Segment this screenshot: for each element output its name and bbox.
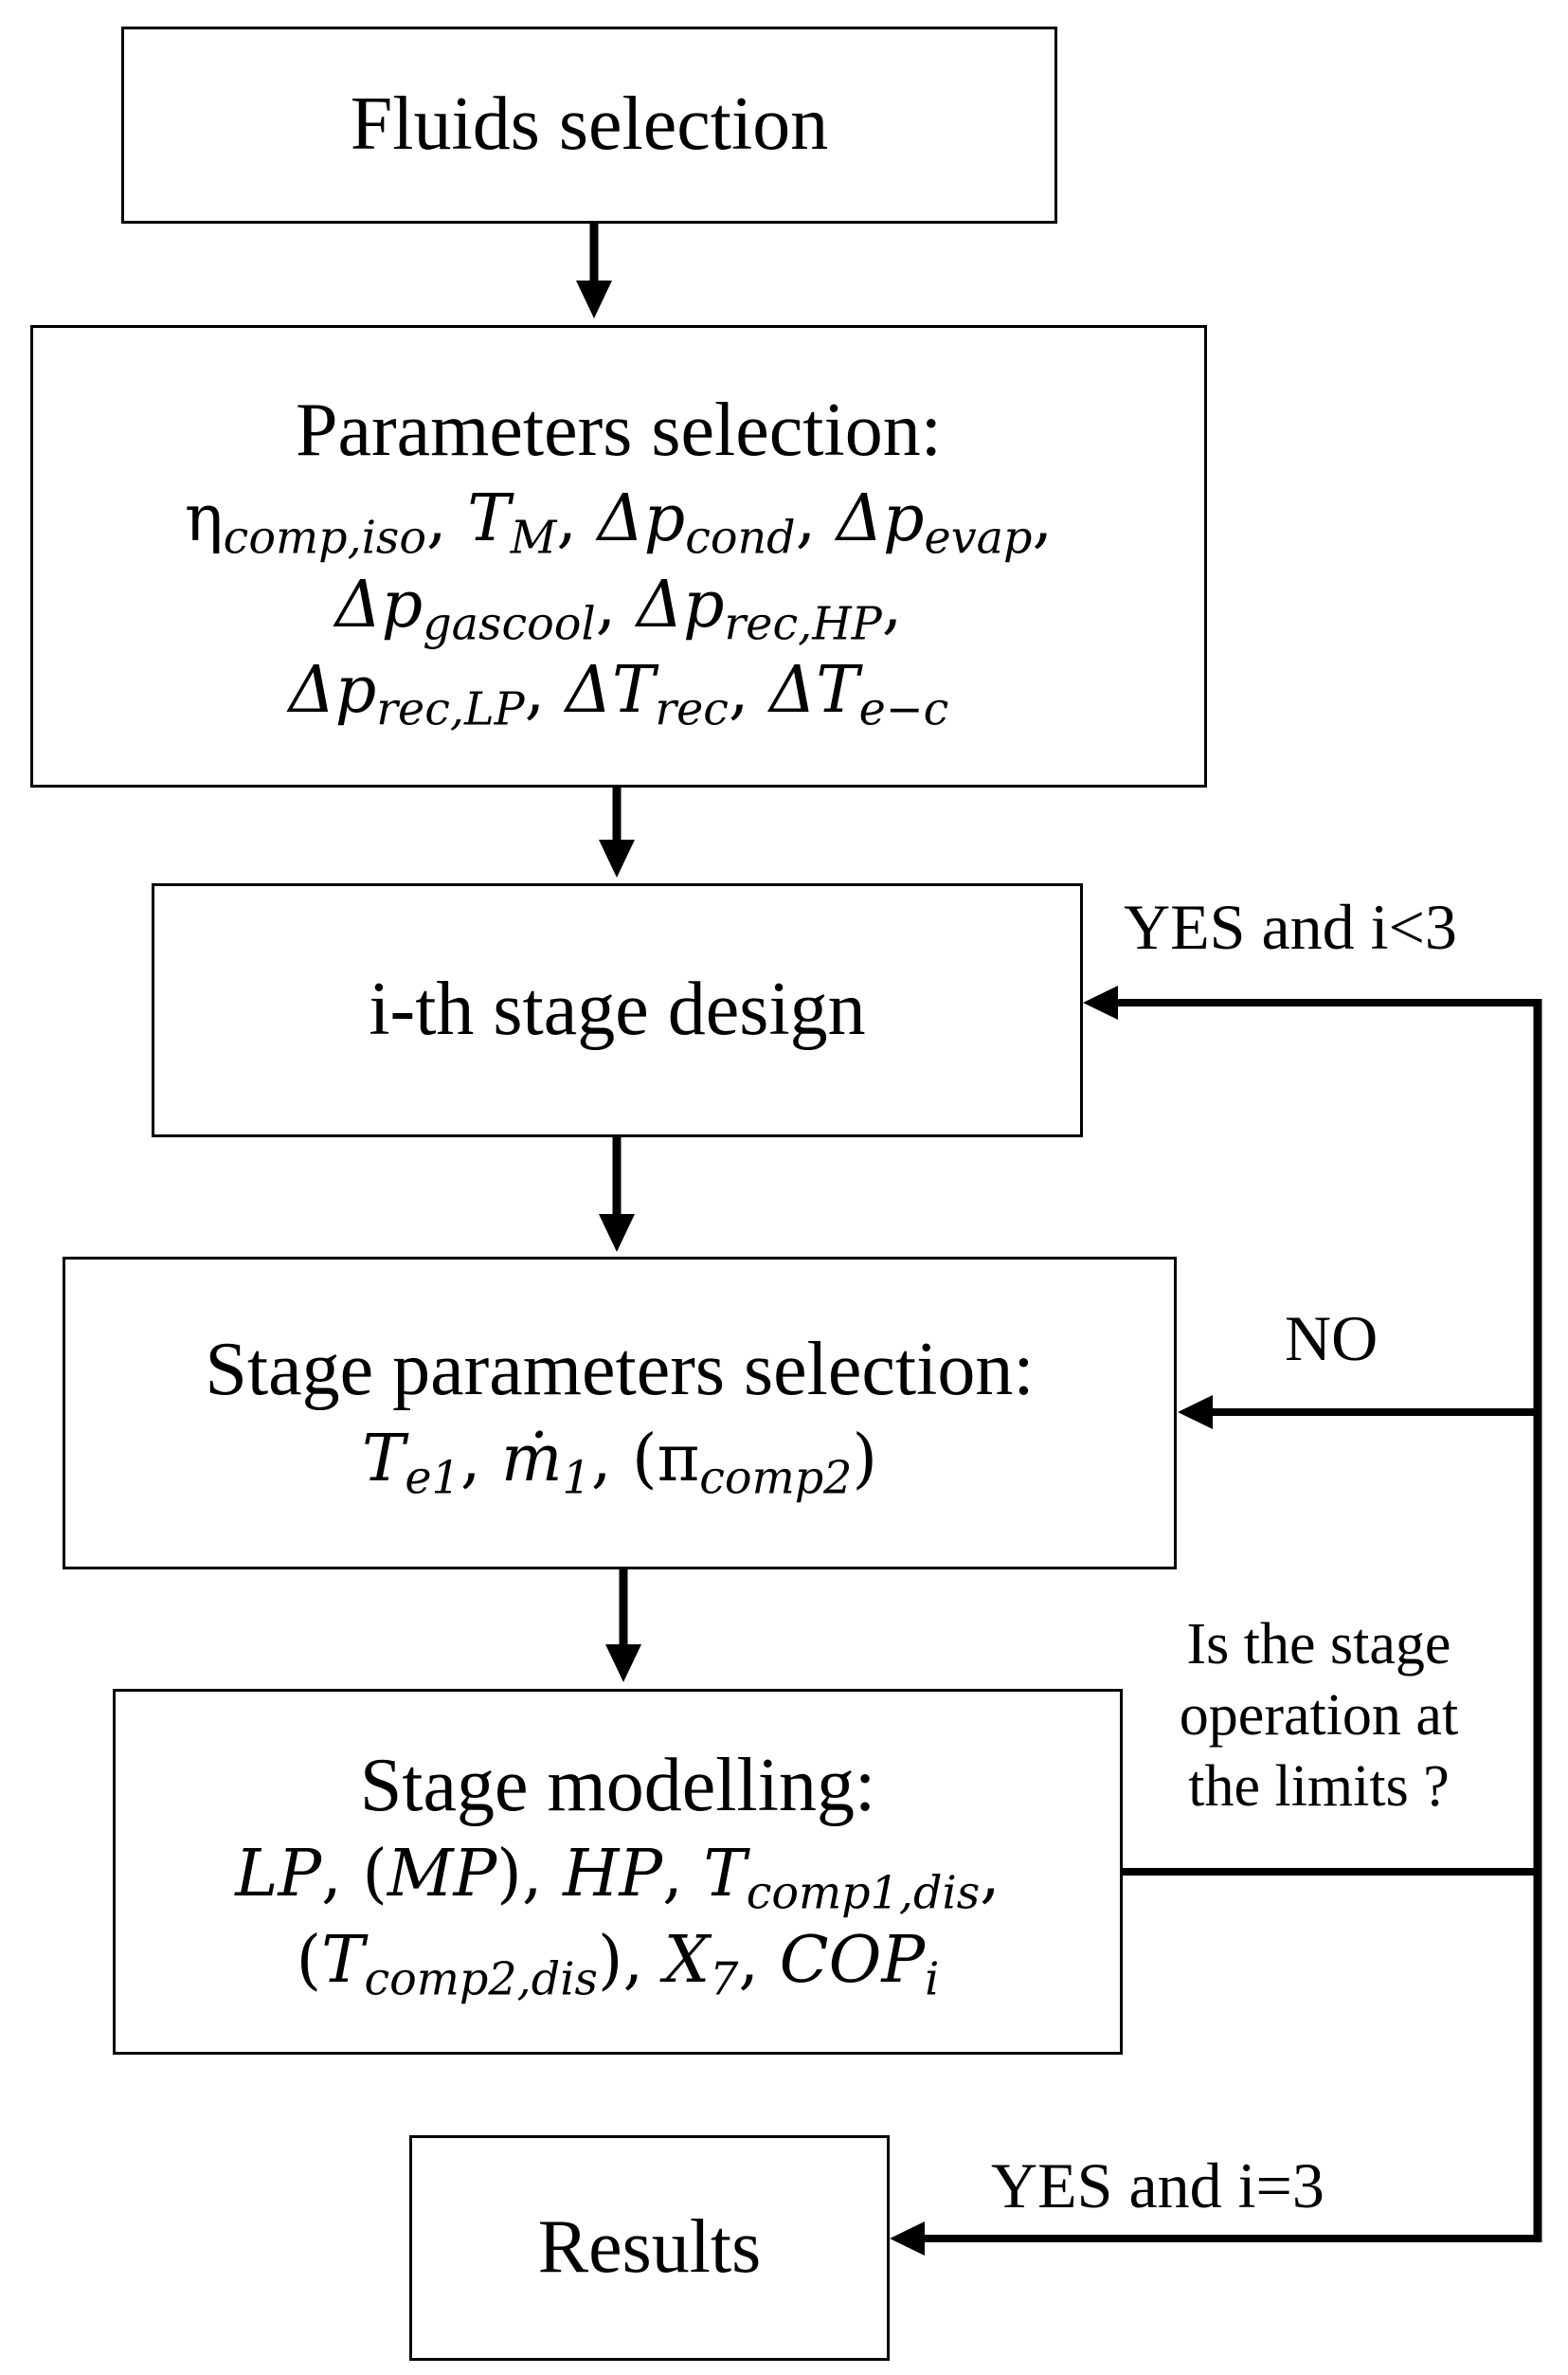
param-m-dot-1: ṁ1 — [501, 1421, 591, 1504]
fluids-selection-label: Fluids selection — [350, 82, 829, 167]
param-dp-evap: Δpevap — [836, 481, 1033, 565]
decision-question-line-3: the limits ? — [1188, 1754, 1450, 1820]
param-dp-rec-hp: Δprec,HP — [636, 567, 882, 650]
parameters-selection-label: Parameters selection: — [296, 388, 942, 472]
param-pi-comp2: πcomp2 — [657, 1421, 853, 1504]
decision-question-line-2: operation at — [1179, 1683, 1459, 1749]
fluids-selection-box: Fluids selection — [121, 27, 1057, 224]
param-eta-comp-iso: ηcomp,iso — [184, 481, 427, 565]
feedback-loop — [890, 986, 1542, 2256]
parameters-line-3: Δprec,LP, ΔTrec, ΔTe−c — [288, 653, 949, 736]
param-dp-rec-lp: Δprec,LP — [288, 653, 525, 736]
stage-modelling-box: Stage modelling: LP, (MP), HP, Tcomp1,di… — [113, 1689, 1123, 2055]
decision-question-line-1: Is the stage — [1186, 1612, 1451, 1677]
parameters-line-2: Δpgascool, Δprec,HP, — [334, 567, 903, 650]
param-dp-cond: Δpcond — [597, 481, 796, 565]
param-cop-i: COPi — [779, 1922, 940, 2006]
param-dt-rec: ΔTrec — [565, 653, 729, 736]
param-dt-e-c: ΔTe−c — [769, 653, 949, 736]
param-t-m: TM — [467, 481, 557, 565]
results-box: Results — [409, 2135, 890, 2361]
edge-label-yes-i-eq-3: YES and i=3 — [991, 2149, 1325, 2221]
parameters-selection-box: Parameters selection: ηcomp,iso, TM, Δpc… — [30, 325, 1207, 788]
arrow-stage-parameters-to-stage-modelling — [605, 1568, 641, 1682]
stage-parameters-line: Te1, ṁ1, (πcomp2) — [362, 1421, 877, 1504]
parameters-line-1: ηcomp,iso, TM, Δpcond, Δpevap, — [184, 481, 1054, 565]
param-lp: LP — [235, 1837, 322, 1913]
edge-label-no: NO — [1285, 1302, 1379, 1374]
stage-parameters-selection-label: Stage parameters selection: — [205, 1327, 1035, 1411]
results-label: Results — [537, 2205, 762, 2290]
arrow-fluids-to-parameters — [576, 221, 612, 318]
param-mp: MP — [387, 1837, 497, 1913]
stage-design-label: i-th stage design — [369, 968, 866, 1052]
stage-modelling-label: Stage modelling: — [359, 1743, 876, 1827]
edge-label-yes-i-lt-3: YES and i<3 — [1124, 891, 1457, 963]
stage-modelling-line-1: LP, (MP), HP, Tcomp1,dis, — [235, 1837, 1000, 1920]
stage-modelling-line-2: (Tcomp2,dis), X7, COPi — [296, 1922, 940, 2006]
stage-design-box: i-th stage design — [152, 883, 1083, 1137]
param-hp: HP — [563, 1837, 663, 1913]
stage-parameters-selection-box: Stage parameters selection: Te1, ṁ1, (πc… — [63, 1257, 1177, 1569]
param-x7: X7 — [663, 1922, 739, 2006]
param-t-comp1-dis: Tcomp1,dis — [703, 1837, 981, 1920]
arrow-stage-design-to-stage-parameters — [599, 1135, 635, 1252]
param-t-e1: Te1 — [362, 1421, 460, 1504]
param-dp-gascool: Δpgascool — [334, 567, 596, 650]
param-t-comp2-dis: Tcomp2,dis — [321, 1922, 598, 2006]
decision-question: Is the stage operation at the limits ? — [1129, 1609, 1508, 1822]
arrow-parameters-to-stage-design — [599, 785, 635, 878]
